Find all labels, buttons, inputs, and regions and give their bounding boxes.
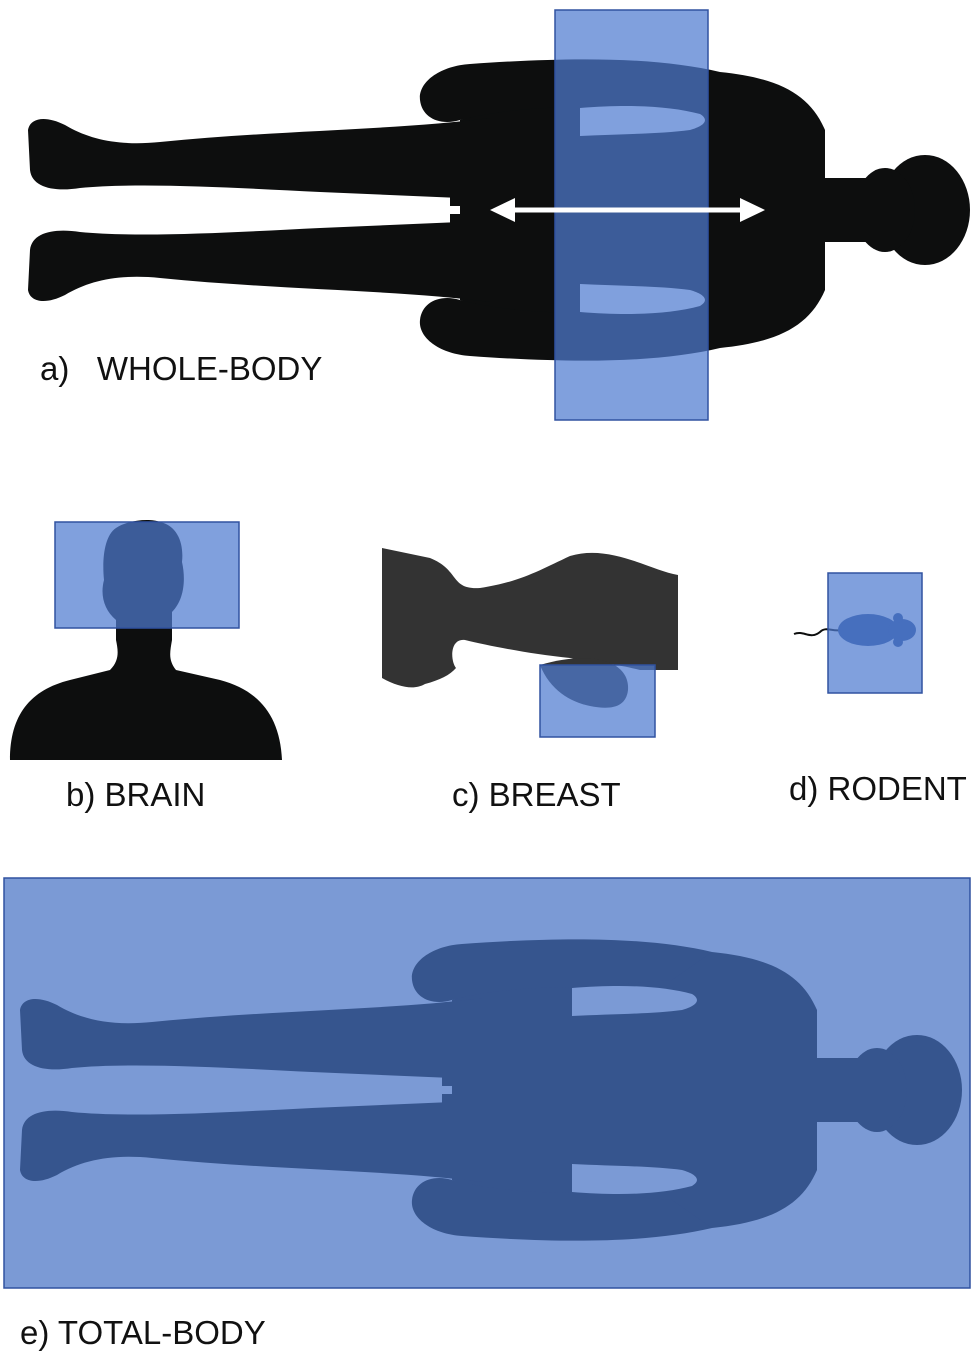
rodent-silhouette [780, 560, 979, 710]
label-breast: c) BREAST [452, 778, 621, 811]
total-body-fov [0, 870, 979, 1300]
brain-silhouette [0, 500, 300, 770]
label-whole-body: a) WHOLE-BODY [40, 352, 322, 385]
panel-whole-body: a) WHOLE-BODY [0, 0, 979, 430]
panel-total-body: e) TOTAL-BODY [0, 870, 979, 1353]
breast-fov-box [540, 665, 655, 737]
label-rodent: d) RODENT [789, 772, 967, 805]
rodent-fov-box [828, 573, 922, 693]
label-brain: b) BRAIN [66, 778, 205, 811]
panel-brain: b) BRAIN [0, 500, 300, 820]
panel-breast: c) BREAST [370, 530, 690, 820]
breast-silhouette [370, 530, 690, 750]
whole-body-fov-box [555, 10, 708, 420]
label-total-body: e) TOTAL-BODY [20, 1316, 266, 1349]
panel-rodent: d) RODENT [780, 560, 979, 820]
brain-fov-box [55, 522, 239, 628]
